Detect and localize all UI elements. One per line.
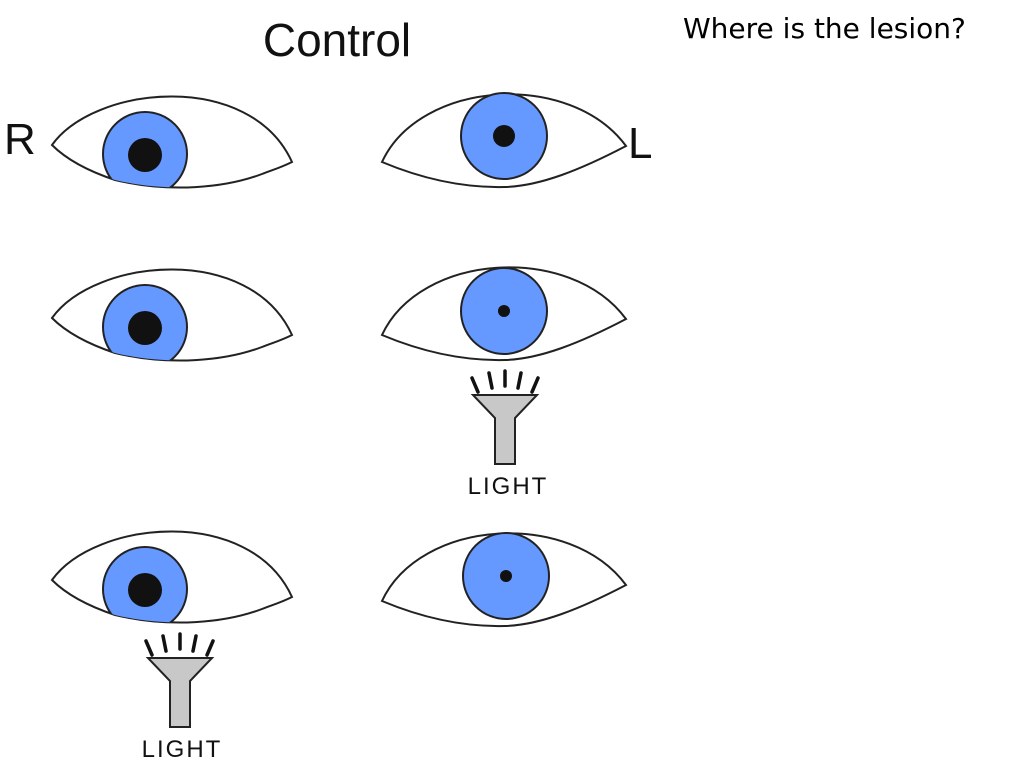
- left-side-label: L: [628, 119, 652, 168]
- row-3-right-eye: [50, 530, 294, 624]
- pupil-medium: [493, 125, 515, 147]
- pupil-dilated: [128, 311, 162, 345]
- row-1-right-eye: [50, 95, 294, 189]
- row-3-left-eye: [380, 532, 628, 628]
- pupil-dilated: [128, 138, 162, 172]
- pupil-constricted: [498, 305, 510, 317]
- flashlight-icon: [470, 394, 540, 465]
- flashlight-right-eye: LIGHT: [142, 632, 223, 763]
- question-text: Where is the lesion?: [683, 12, 966, 45]
- light-rays: [144, 632, 215, 657]
- flashlight-left-eye: LIGHT: [468, 369, 549, 500]
- row-1-left-eye: [380, 92, 628, 189]
- pupil-dilated: [128, 573, 162, 607]
- light-rays: [470, 369, 540, 394]
- diagram-title: Control: [263, 14, 411, 66]
- row-2-left-eye: [380, 266, 628, 362]
- right-side-label: R: [4, 115, 36, 164]
- light-label: LIGHT: [468, 473, 549, 500]
- flashlight-icon: [145, 657, 215, 728]
- light-label: LIGHT: [142, 736, 223, 763]
- pupil-constricted: [500, 570, 512, 582]
- row-2-right-eye: [50, 268, 294, 362]
